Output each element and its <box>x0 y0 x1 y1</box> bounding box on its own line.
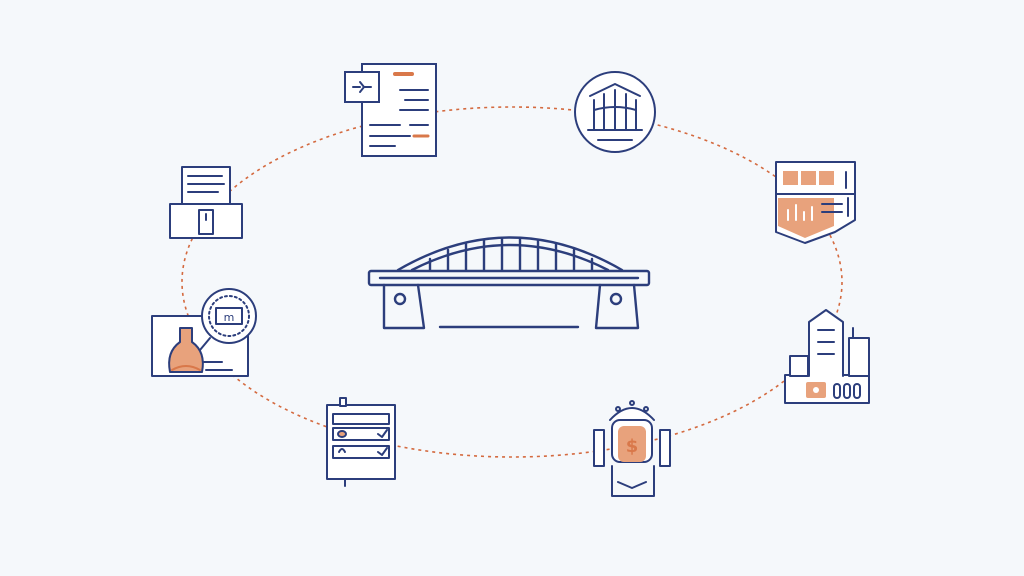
money-symbol: $ <box>626 436 639 457</box>
magnifier-label: m <box>224 311 235 324</box>
bank-building-icon <box>574 71 656 153</box>
dashed-ring <box>181 106 843 458</box>
document-checklist-icon <box>344 63 437 157</box>
money-bag-person-icon: $ <box>593 400 671 497</box>
magnifier-inspection-icon: m <box>151 288 257 377</box>
dashboard-chart-icon <box>775 161 856 244</box>
checklist-board-icon <box>326 397 396 487</box>
printer-icon <box>169 166 243 239</box>
city-buildings-icon <box>784 309 870 404</box>
bridge-icon <box>367 236 651 330</box>
